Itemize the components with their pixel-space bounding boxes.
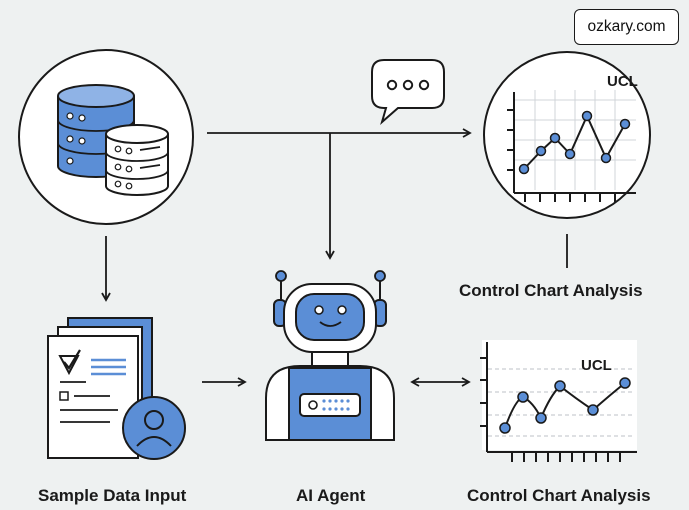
user-icon — [122, 396, 186, 460]
chart-point — [517, 391, 529, 403]
chart-point — [619, 377, 631, 389]
chart-point — [554, 380, 566, 392]
document-icon — [47, 317, 186, 460]
label-control-chart-analysis-top: Control Chart Analysis — [459, 281, 643, 300]
chart-point — [619, 118, 631, 130]
chart-point — [581, 110, 593, 122]
chart-point — [600, 152, 612, 164]
control-chart-bottom: UCL — [480, 340, 637, 462]
ucl-label: UCL — [581, 357, 612, 374]
chart-point — [549, 132, 561, 144]
control-chart-top: UCL — [483, 51, 651, 219]
brand-text: ozkary.com — [587, 18, 666, 35]
label-sample-data-input: Sample Data Input — [38, 486, 187, 505]
chart-point — [518, 163, 530, 175]
label-control-chart-analysis-bottom: Control Chart Analysis — [467, 486, 651, 505]
robot-icon — [265, 270, 395, 441]
chart-point — [535, 412, 547, 424]
brand-badge[interactable]: ozkary.com — [574, 9, 679, 45]
chart-point — [535, 145, 547, 157]
connectors — [101, 128, 568, 387]
label-ai-agent: AI Agent — [296, 486, 366, 505]
chart-point — [587, 404, 599, 416]
chart-point — [564, 148, 576, 160]
database-icon — [18, 49, 194, 225]
ucl-label: UCL — [607, 73, 638, 90]
speech-bubble-icon — [371, 59, 445, 125]
chart-point — [499, 422, 511, 434]
